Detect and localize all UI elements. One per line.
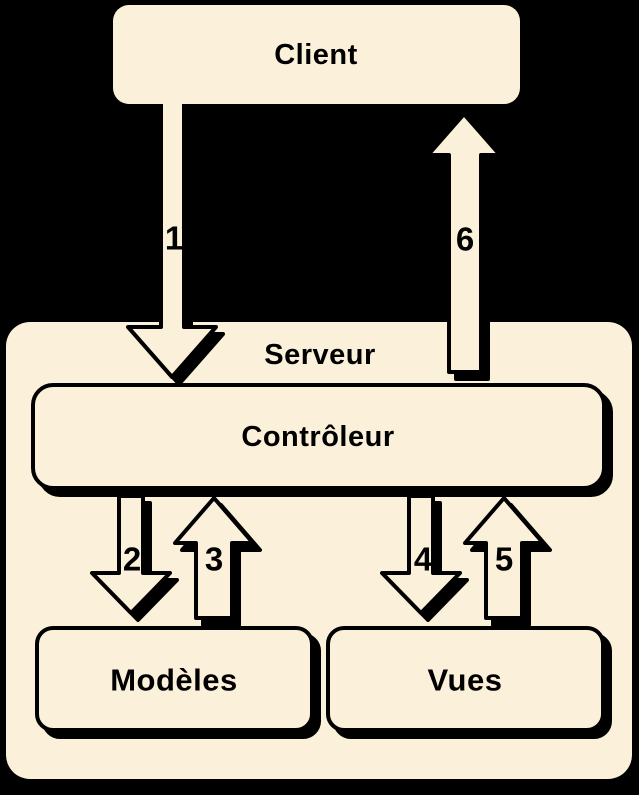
arrow-4-shape: [380, 494, 462, 615]
views-box: [326, 626, 605, 732]
arrow-3-number: 3: [205, 541, 223, 578]
models-label: Modèles: [110, 663, 238, 698]
arrow-5-views-to-controller: 5: [463, 496, 545, 620]
controller-box: [31, 383, 606, 490]
arrow-6-shape: [426, 112, 502, 374]
arrow-2-shape: [90, 494, 172, 615]
arrow-2-controller-to-models: 2: [90, 494, 172, 615]
client-label: Client: [274, 39, 358, 71]
arrow-4-controller-to-views: 4: [380, 494, 462, 615]
arrow-6-controller-to-client: 6: [426, 112, 502, 374]
arrow-3-shape: [173, 496, 255, 620]
arrow-2-number: 2: [123, 541, 141, 578]
models-box: [35, 626, 314, 732]
views-label: Vues: [428, 663, 503, 698]
arrow-4-number: 4: [414, 541, 433, 578]
arrow-3-models-to-controller: 3: [173, 496, 255, 620]
server-label: Serveur: [264, 339, 376, 371]
controller-label: Contrôleur: [241, 421, 394, 453]
client-box: [113, 5, 520, 104]
models-node: Modèles: [35, 626, 314, 732]
views-node: Vues: [326, 626, 605, 732]
arrow-1-client-to-controller: 1: [126, 94, 218, 379]
arrow-1-shape: [126, 94, 218, 379]
arrow-5-number: 5: [495, 541, 513, 578]
arrow-5-shape: [463, 496, 545, 620]
client-node: Client: [113, 5, 520, 104]
arrow-6-number: 6: [456, 221, 474, 258]
controller-node: Contrôleur: [31, 383, 606, 490]
arrow-1-number: 1: [165, 220, 183, 257]
